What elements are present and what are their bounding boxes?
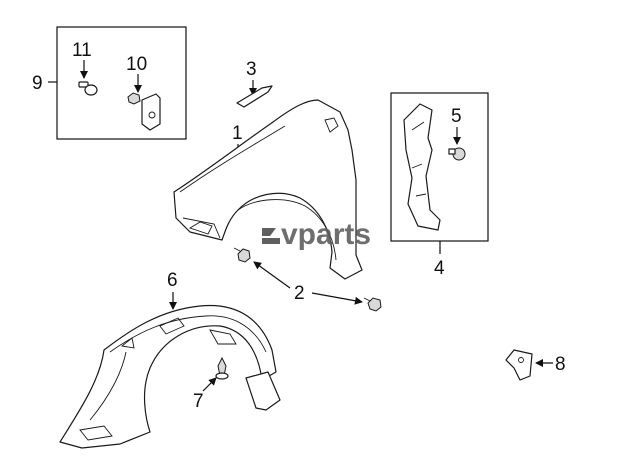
callout-6: 6 <box>167 270 178 291</box>
callout-3: 3 <box>246 59 257 80</box>
bracket-icon <box>141 93 161 131</box>
callout-4: 4 <box>434 258 445 279</box>
callout-1: 1 <box>232 123 243 144</box>
vparts-watermark: vparts <box>262 218 371 251</box>
callout-5: 5 <box>451 106 462 127</box>
nut-icon <box>127 92 141 105</box>
callout-9: 9 <box>32 73 43 94</box>
clip-7-icon <box>215 356 229 380</box>
bracket-8-part <box>505 349 533 381</box>
kit-box <box>56 26 187 140</box>
callout-7: 7 <box>193 391 204 412</box>
bolt-lower-icon <box>363 297 382 312</box>
molding-part <box>236 85 273 108</box>
callout-8: 8 <box>555 354 566 375</box>
clip-5-icon <box>448 147 466 161</box>
clip-icon <box>78 81 98 96</box>
bolt-upper-icon <box>233 247 251 263</box>
fender-seal-part <box>403 103 441 231</box>
fender-liner-part <box>59 304 281 449</box>
callout-2: 2 <box>294 283 305 304</box>
watermark-text: vparts <box>281 218 371 251</box>
front-fender-part <box>173 99 363 280</box>
callout-11: 11 <box>72 40 92 61</box>
callout-10: 10 <box>126 54 147 75</box>
